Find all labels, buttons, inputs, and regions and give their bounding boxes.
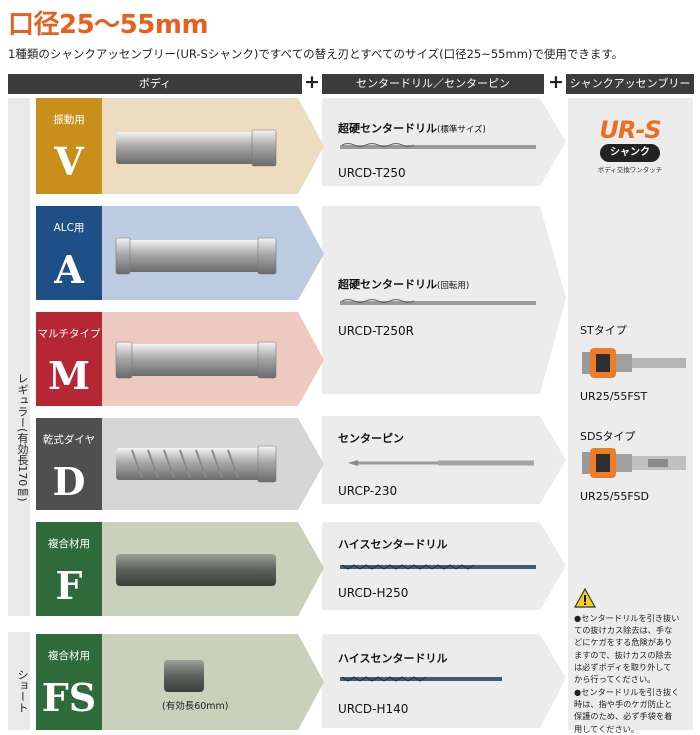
accessory-code-3: URCP-230 <box>338 484 398 498</box>
accessory-code-5: URCD-H140 <box>338 702 409 716</box>
accessory-note: (回転用) <box>437 281 470 291</box>
warning-line: から行ってください。 <box>574 674 656 685</box>
body-tag-v: 振動用 V <box>36 98 102 194</box>
accessory-name: 超硬センタードリル <box>338 278 437 291</box>
warning-line: ての抜けカス除去は、手な <box>574 625 673 636</box>
accessory-panel-3 <box>322 416 566 504</box>
body-tag-fs: 複合材用 FS <box>36 634 102 730</box>
warning-line: は必ずボディを取り外して <box>574 661 672 672</box>
drill-t250r-image <box>340 299 536 305</box>
body-tag-m: マルチタイプ M <box>36 312 102 406</box>
plus-icon-2: + <box>548 71 564 93</box>
warning-line: 時は、指や手のケガ防止と <box>574 699 673 710</box>
body-letter: D <box>52 459 86 504</box>
accessory-code-2: URCD-T250R <box>338 324 414 338</box>
warning-line: 用してください。 <box>574 723 640 734</box>
drill-h140-image <box>340 676 502 682</box>
st-type-label: STタイプ <box>580 324 627 337</box>
warning-icon <box>574 588 596 608</box>
core-bit-fs-image <box>164 660 204 692</box>
drill-t250-image <box>340 143 536 149</box>
sds-type-label: SDSタイプ <box>580 430 636 443</box>
warning-line: ますので、抜けカスの除去 <box>574 649 672 660</box>
st-shank-image <box>582 348 686 378</box>
accessory-name: センターピン <box>338 432 404 445</box>
body-use-label: 複合材用 <box>48 538 90 550</box>
warning-note-1: ●センタードリルを引き抜い ての抜けカス除去は、手な どにケガをする危険があり … <box>574 612 692 685</box>
center-pin-image <box>348 460 534 466</box>
body-letter: M <box>47 353 91 398</box>
core-bit-f-image <box>116 554 276 586</box>
sidebar-short-label: ショート <box>16 669 29 713</box>
body-use-label: ALC用 <box>53 222 85 234</box>
logo-small-text: ボディ交換ワンタッチ <box>597 166 663 174</box>
body-letter: FS <box>41 675 97 720</box>
sidebar-regular-label: レギュラー(有効長170㎜) <box>16 372 29 502</box>
plus-icon-1: + <box>304 71 320 93</box>
drill-h250-image <box>340 564 536 570</box>
warning-line: どにケガをする危険があり <box>574 637 673 648</box>
accessory-name: 超硬センタードリル <box>338 122 437 135</box>
header-center-drill: センタードリル／センターピン <box>322 74 544 94</box>
logo-sub-text: シャンク <box>600 144 660 162</box>
ur-s-shank-logo: UR-S シャンク ボディ交換ワンタッチ <box>584 116 676 180</box>
core-bit-d-image <box>116 445 277 483</box>
warning-note-2: ●センタードリルを引き抜く 時は、指や手のケガ防止と 保護のため、必ず手袋を着 … <box>574 686 692 735</box>
accessory-code-1: URCD-T250 <box>338 166 406 180</box>
accessory-title-3: センターピン <box>338 430 404 446</box>
page-title: 口径25～55mm <box>8 10 209 40</box>
body-tag-f: 複合材用 F <box>36 522 102 616</box>
core-bit-a-image <box>115 237 277 275</box>
accessory-panels <box>322 98 566 728</box>
st-code: UR25/55FST <box>580 390 648 403</box>
warning-line: ●センタードリルを引き抜く <box>574 687 680 697</box>
warning-line: 保護のため、必ず手袋を着 <box>574 711 673 722</box>
header-body: ボディ <box>8 74 302 94</box>
body-use-label: 乾式ダイヤ <box>42 434 96 446</box>
accessory-title-2: 超硬センタードリル(回転用) <box>338 276 469 292</box>
sds-shank-image <box>582 448 686 478</box>
sds-code: UR25/55FSD <box>580 490 649 503</box>
accessory-panel-1 <box>322 98 566 186</box>
sidebar-regular: レギュラー(有効長170㎜) <box>8 98 30 616</box>
accessory-name: ハイスセンタードリル <box>338 538 448 551</box>
body-use-label: 複合材用 <box>48 650 90 662</box>
accessory-name: ハイスセンタードリル <box>338 652 448 665</box>
body-letter: F <box>55 563 83 608</box>
warning-line: ●センタードリルを引き抜い <box>574 613 680 623</box>
logo-main-text: UR-S <box>599 116 661 144</box>
accessory-title-5: ハイスセンタードリル <box>338 650 447 666</box>
body-use-label: 振動用 <box>53 114 85 126</box>
accessory-note: (標準サイズ) <box>437 125 486 135</box>
body-letter: V <box>54 139 84 184</box>
body-tag-d: 乾式ダイヤ D <box>36 418 102 510</box>
accessory-panel-2 <box>322 206 566 394</box>
accessory-code-4: URCD-H250 <box>338 586 409 600</box>
core-bit-v-image <box>116 129 277 167</box>
header-shank: シャンクアッセンブリー <box>566 74 694 94</box>
accessory-title-4: ハイスセンタードリル <box>338 536 447 552</box>
shank-panel <box>568 98 693 730</box>
core-bit-m-image <box>115 341 277 379</box>
fs-caption: (有効長60mm) <box>162 701 229 712</box>
body-use-label: マルチタイプ <box>37 328 101 340</box>
body-tag-a: ALC用 A <box>36 206 102 300</box>
sidebar-short: ショート <box>8 632 30 730</box>
accessory-title-1: 超硬センタードリル(標準サイズ) <box>338 120 486 136</box>
body-letter: A <box>54 247 84 292</box>
page-subtitle: 1種類のシャンクアッセンブリー(UR-Sシャンク)ですべての替え刃とすべてのサイ… <box>8 47 624 61</box>
